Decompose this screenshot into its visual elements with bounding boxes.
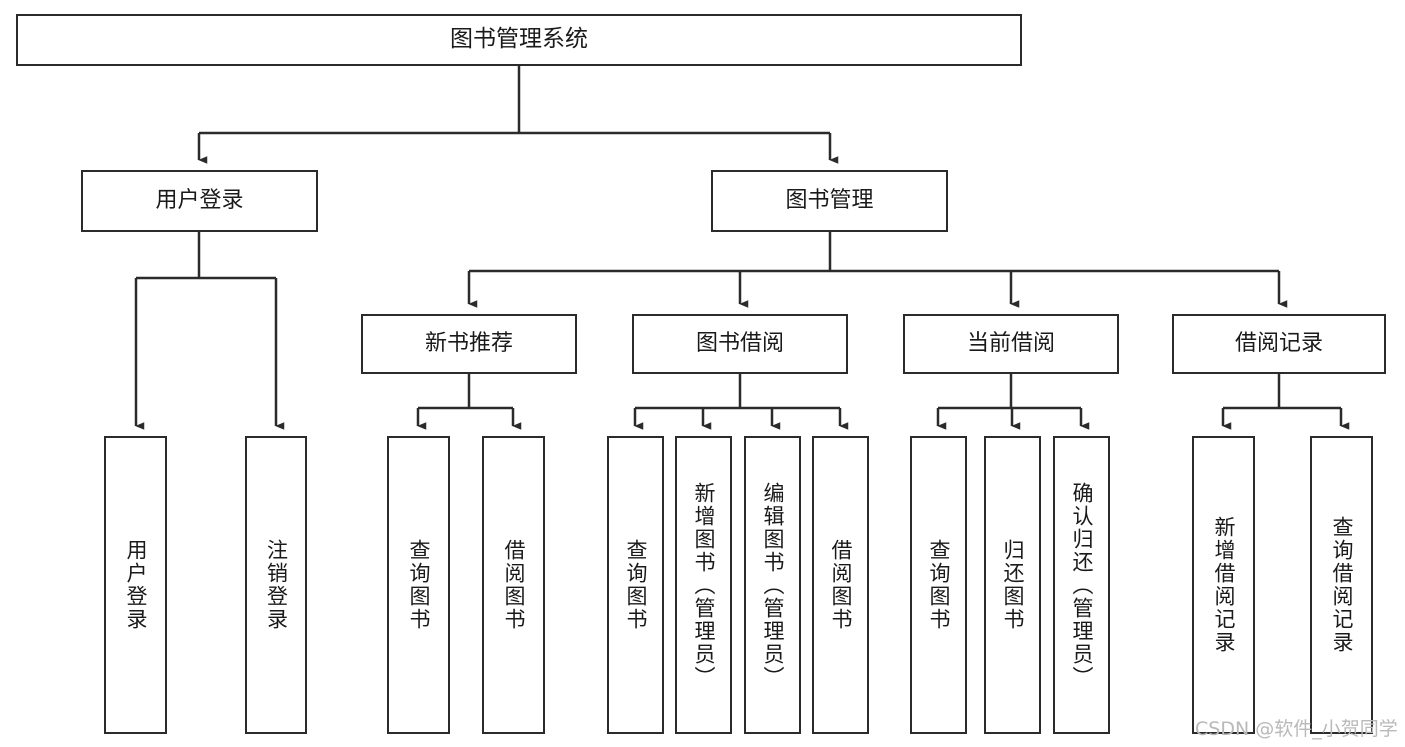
node-book-borrow[interactable]: 图书借阅 — [632, 314, 848, 374]
node-leaf-borrow-book-2[interactable]: 借阅图书 — [812, 436, 869, 734]
node-book-management-label: 图书管理 — [785, 188, 874, 214]
node-leaf-user-login[interactable]: 用户登录 — [104, 436, 167, 734]
node-leaf-query-book-1-label: 查询图书 — [407, 539, 431, 631]
node-leaf-edit-book[interactable]: 编辑图书（管理员） — [744, 436, 801, 734]
node-leaf-add-book-label: 新增图书（管理员） — [692, 481, 716, 689]
node-leaf-user-logout[interactable]: 注销登录 — [245, 436, 307, 734]
node-leaf-query-record[interactable]: 查询借阅记录 — [1310, 436, 1373, 734]
node-leaf-borrow-book-2-label: 借阅图书 — [829, 539, 853, 631]
node-new-book-recommend-label: 新书推荐 — [424, 331, 513, 357]
node-leaf-borrow-book-1-label: 借阅图书 — [502, 539, 526, 631]
node-leaf-query-book-3-label: 查询图书 — [927, 539, 951, 631]
node-leaf-query-book-2[interactable]: 查询图书 — [607, 436, 664, 734]
node-leaf-add-record[interactable]: 新增借阅记录 — [1192, 436, 1255, 734]
node-leaf-query-book-1[interactable]: 查询图书 — [387, 436, 450, 734]
node-borrow-record-label: 借阅记录 — [1234, 331, 1323, 357]
node-current-borrow-label: 当前借阅 — [966, 331, 1055, 357]
node-leaf-borrow-book-1[interactable]: 借阅图书 — [482, 436, 545, 734]
node-book-management[interactable]: 图书管理 — [711, 170, 948, 232]
node-root[interactable]: 图书管理系统 — [16, 14, 1022, 66]
node-book-borrow-label: 图书借阅 — [695, 331, 784, 357]
node-leaf-query-book-2-label: 查询图书 — [624, 539, 648, 631]
node-user-login[interactable]: 用户登录 — [81, 170, 318, 232]
node-current-borrow[interactable]: 当前借阅 — [903, 314, 1119, 374]
node-leaf-user-login-label: 用户登录 — [124, 539, 148, 631]
node-leaf-return-book-label: 归还图书 — [1001, 539, 1025, 631]
node-leaf-query-record-label: 查询借阅记录 — [1330, 516, 1354, 654]
csdn-watermark: CSDN @软件_小贺同学 — [1195, 718, 1398, 740]
node-leaf-return-book[interactable]: 归还图书 — [984, 436, 1041, 734]
node-leaf-query-book-3[interactable]: 查询图书 — [910, 436, 967, 734]
node-leaf-confirm-return[interactable]: 确认归还（管理员） — [1053, 436, 1110, 734]
node-new-book-recommend[interactable]: 新书推荐 — [361, 314, 577, 374]
node-leaf-edit-book-label: 编辑图书（管理员） — [761, 481, 785, 689]
node-leaf-confirm-return-label: 确认归还（管理员） — [1070, 481, 1094, 689]
node-user-login-label: 用户登录 — [155, 188, 244, 214]
node-leaf-add-record-label: 新增借阅记录 — [1212, 516, 1236, 654]
node-borrow-record[interactable]: 借阅记录 — [1172, 314, 1386, 374]
node-leaf-user-logout-label: 注销登录 — [264, 539, 289, 631]
node-leaf-add-book[interactable]: 新增图书（管理员） — [675, 436, 732, 734]
node-root-label: 图书管理系统 — [450, 26, 588, 53]
